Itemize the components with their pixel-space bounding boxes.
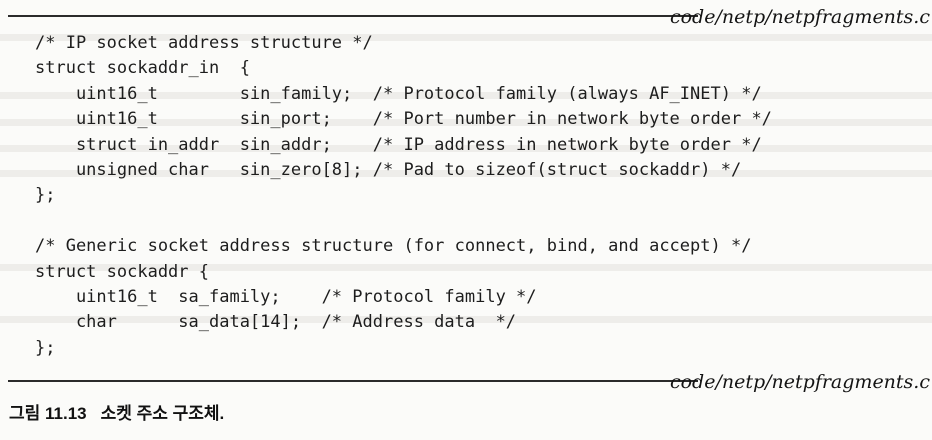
source-file-label-top: code/netp/netpfragments.c	[669, 6, 930, 28]
listing-top-rule	[8, 15, 698, 17]
code-listing: /* IP socket address structure */ struct…	[35, 33, 772, 358]
figure-caption: 그림 11.13 소켓 주소 구조체.	[9, 403, 224, 424]
listing-bottom-rule	[8, 380, 698, 382]
source-file-label-bottom: code/netp/netpfragments.c	[669, 371, 930, 393]
figure-caption-text: 소켓 주소 구조체.	[100, 404, 225, 423]
figure-number: 그림 11.13	[9, 404, 87, 423]
